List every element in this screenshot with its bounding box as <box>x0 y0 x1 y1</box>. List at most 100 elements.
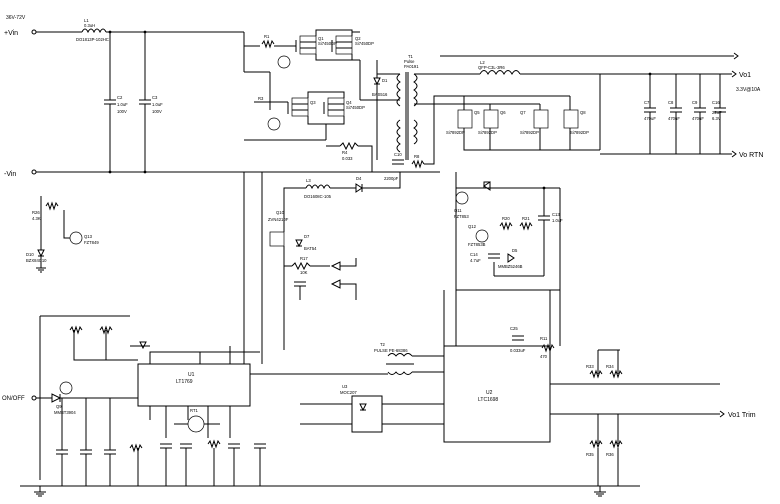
u3-label: U3 <box>342 384 348 389</box>
r26-value: 4.3K <box>32 216 41 221</box>
l2-inductor <box>479 70 521 76</box>
c2-capacitor <box>104 99 116 105</box>
c14-value: 4.7uF <box>470 258 481 263</box>
q-driver-transistor-bottom <box>267 117 281 131</box>
rt1-label: RT1 <box>190 408 199 413</box>
q3-label: Q3 <box>310 100 316 105</box>
l1-value: 0.3uH <box>84 23 95 28</box>
d7-part-number: BAT54 <box>304 246 317 251</box>
d10-label: D10 <box>26 252 34 257</box>
r26-label: R26 <box>32 210 40 215</box>
bias-section: L3 DO1608C-105 D4 2200pF C10 R8 Q10 ZVN4… <box>261 104 435 350</box>
r20-label: R20 <box>502 216 510 221</box>
r3-label: R3 <box>258 96 264 101</box>
q1-label: Q1 <box>318 36 324 41</box>
u1-chip <box>137 363 251 407</box>
q1-part-number: Si7450DP <box>318 41 337 46</box>
d5-part-number: MMBZ5246B <box>498 264 523 269</box>
q2-mosfet <box>335 35 353 55</box>
q9-transistor <box>59 381 73 395</box>
vin-terminal-label: +Vin <box>4 30 18 37</box>
u1-label: U1 <box>188 372 195 378</box>
bottom-components <box>20 398 340 497</box>
q12-part-number: FZT853B <box>468 242 486 247</box>
c13-label: C13 <box>552 212 560 217</box>
u1-controller: U1 LT1769 RT1 <box>137 172 263 438</box>
t2-part-number: PULSE PE-68386 <box>374 348 408 353</box>
rt1-thermistor <box>187 415 205 433</box>
u2-label: U2 <box>486 390 493 396</box>
d7-diode <box>295 239 303 248</box>
c3-capacitor <box>139 99 151 105</box>
r11-label: R11 <box>540 336 548 341</box>
onoff-terminal[interactable] <box>31 395 37 401</box>
c2-value: 1.0uF <box>117 102 128 107</box>
input-section: +Vin 36V-72V L1 0.3uH DO1813P-102HC C2 1… <box>4 15 440 178</box>
q4-mosfet <box>327 97 345 117</box>
secondary-drive-section: Q11 FZT853 Q12 FZT853B R20 R21 C13 1.0uF… <box>454 172 563 291</box>
q13-label: Q13 <box>84 234 93 239</box>
q10-label: Q10 <box>276 210 285 215</box>
q10-part-number: ZVN4210F <box>268 217 289 222</box>
r21-resistor <box>519 221 533 231</box>
r1-label: R1 <box>264 34 270 39</box>
d5-label: D5 <box>512 248 518 253</box>
u2-part-number: LTC1698 <box>478 397 498 403</box>
d4-label: D4 <box>356 176 362 181</box>
t2-transformer <box>387 353 413 357</box>
vo-rtn-arrow <box>731 150 737 158</box>
r21-label: R21 <box>522 216 530 221</box>
q-driver-transistor-top <box>277 55 291 69</box>
q9-label: Q9 <box>56 404 62 409</box>
q1-mosfet <box>299 35 317 55</box>
vin-return-terminal[interactable] <box>31 169 37 175</box>
r8-resistor <box>411 159 425 169</box>
t2-label: T2 <box>380 342 386 347</box>
d4-diode <box>355 183 363 193</box>
l1-inductor <box>81 28 107 34</box>
c9-label: C9 <box>692 100 698 105</box>
uvlo-section: R26 4.3K Q13 FZT849 D10 BZX84C10 <box>26 196 99 273</box>
r11-resistor <box>541 343 555 353</box>
r17-resistor <box>291 261 311 271</box>
q13-part-number: FZT849 <box>84 240 99 245</box>
transformer-t1: T1 Pulse PA0191 <box>360 54 440 160</box>
l3-part-number: DO1608C-105 <box>304 194 332 199</box>
vin-return-label: -Vin <box>4 171 16 178</box>
q5-label: Q5 <box>474 110 480 115</box>
r34-label: R34 <box>606 364 614 369</box>
l2-value: QFP-C3L-3R6 <box>478 65 505 70</box>
u1-part-number: LT1769 <box>176 379 193 385</box>
t1-label: T1 <box>408 54 414 59</box>
c3-value: 1.0uF <box>152 102 163 107</box>
trim-arrow <box>719 410 725 418</box>
q5-part-number: Si7892DP <box>446 130 465 135</box>
bias-diode-a <box>330 261 341 271</box>
r17-value: 10K <box>300 270 308 275</box>
vin-terminal[interactable] <box>31 29 37 35</box>
r4-resistor <box>339 141 359 151</box>
c9-value: 470uF <box>692 116 704 121</box>
c13-capacitor <box>538 215 550 221</box>
c3-voltage: 100V <box>152 109 162 114</box>
d1-part-number: BAS516 <box>372 92 388 97</box>
c7-value: 470uF <box>644 116 656 121</box>
vo1-label: Vo1 <box>739 72 751 79</box>
primary-switch-section: R1 Q1 Si7450DP Q2 Si7450DP D1 BAS516 Q3 … <box>243 29 388 172</box>
c14-capacitor <box>488 253 500 259</box>
c10-value: 2200pF <box>384 176 399 181</box>
c10-capacitor <box>392 159 404 165</box>
vo1-arrow <box>731 70 737 78</box>
q5-mosfet <box>457 109 473 129</box>
onoff-diode <box>51 393 62 403</box>
l3-label: L3 <box>306 178 311 183</box>
c18-capacitor <box>294 281 306 287</box>
secondary-section: L2 QFP-C3L-3R6 Q5 Si7892DP Q6 Si7892DP Q… <box>433 52 763 159</box>
q4-label: Q4 <box>346 100 352 105</box>
r4-value: 0.033 <box>342 156 353 161</box>
bias-diode-b <box>330 279 341 289</box>
vo-rtn-label: Vo RTN <box>739 152 763 159</box>
c16-value: 22uF <box>712 110 722 115</box>
c25-label: C25 <box>510 326 518 331</box>
